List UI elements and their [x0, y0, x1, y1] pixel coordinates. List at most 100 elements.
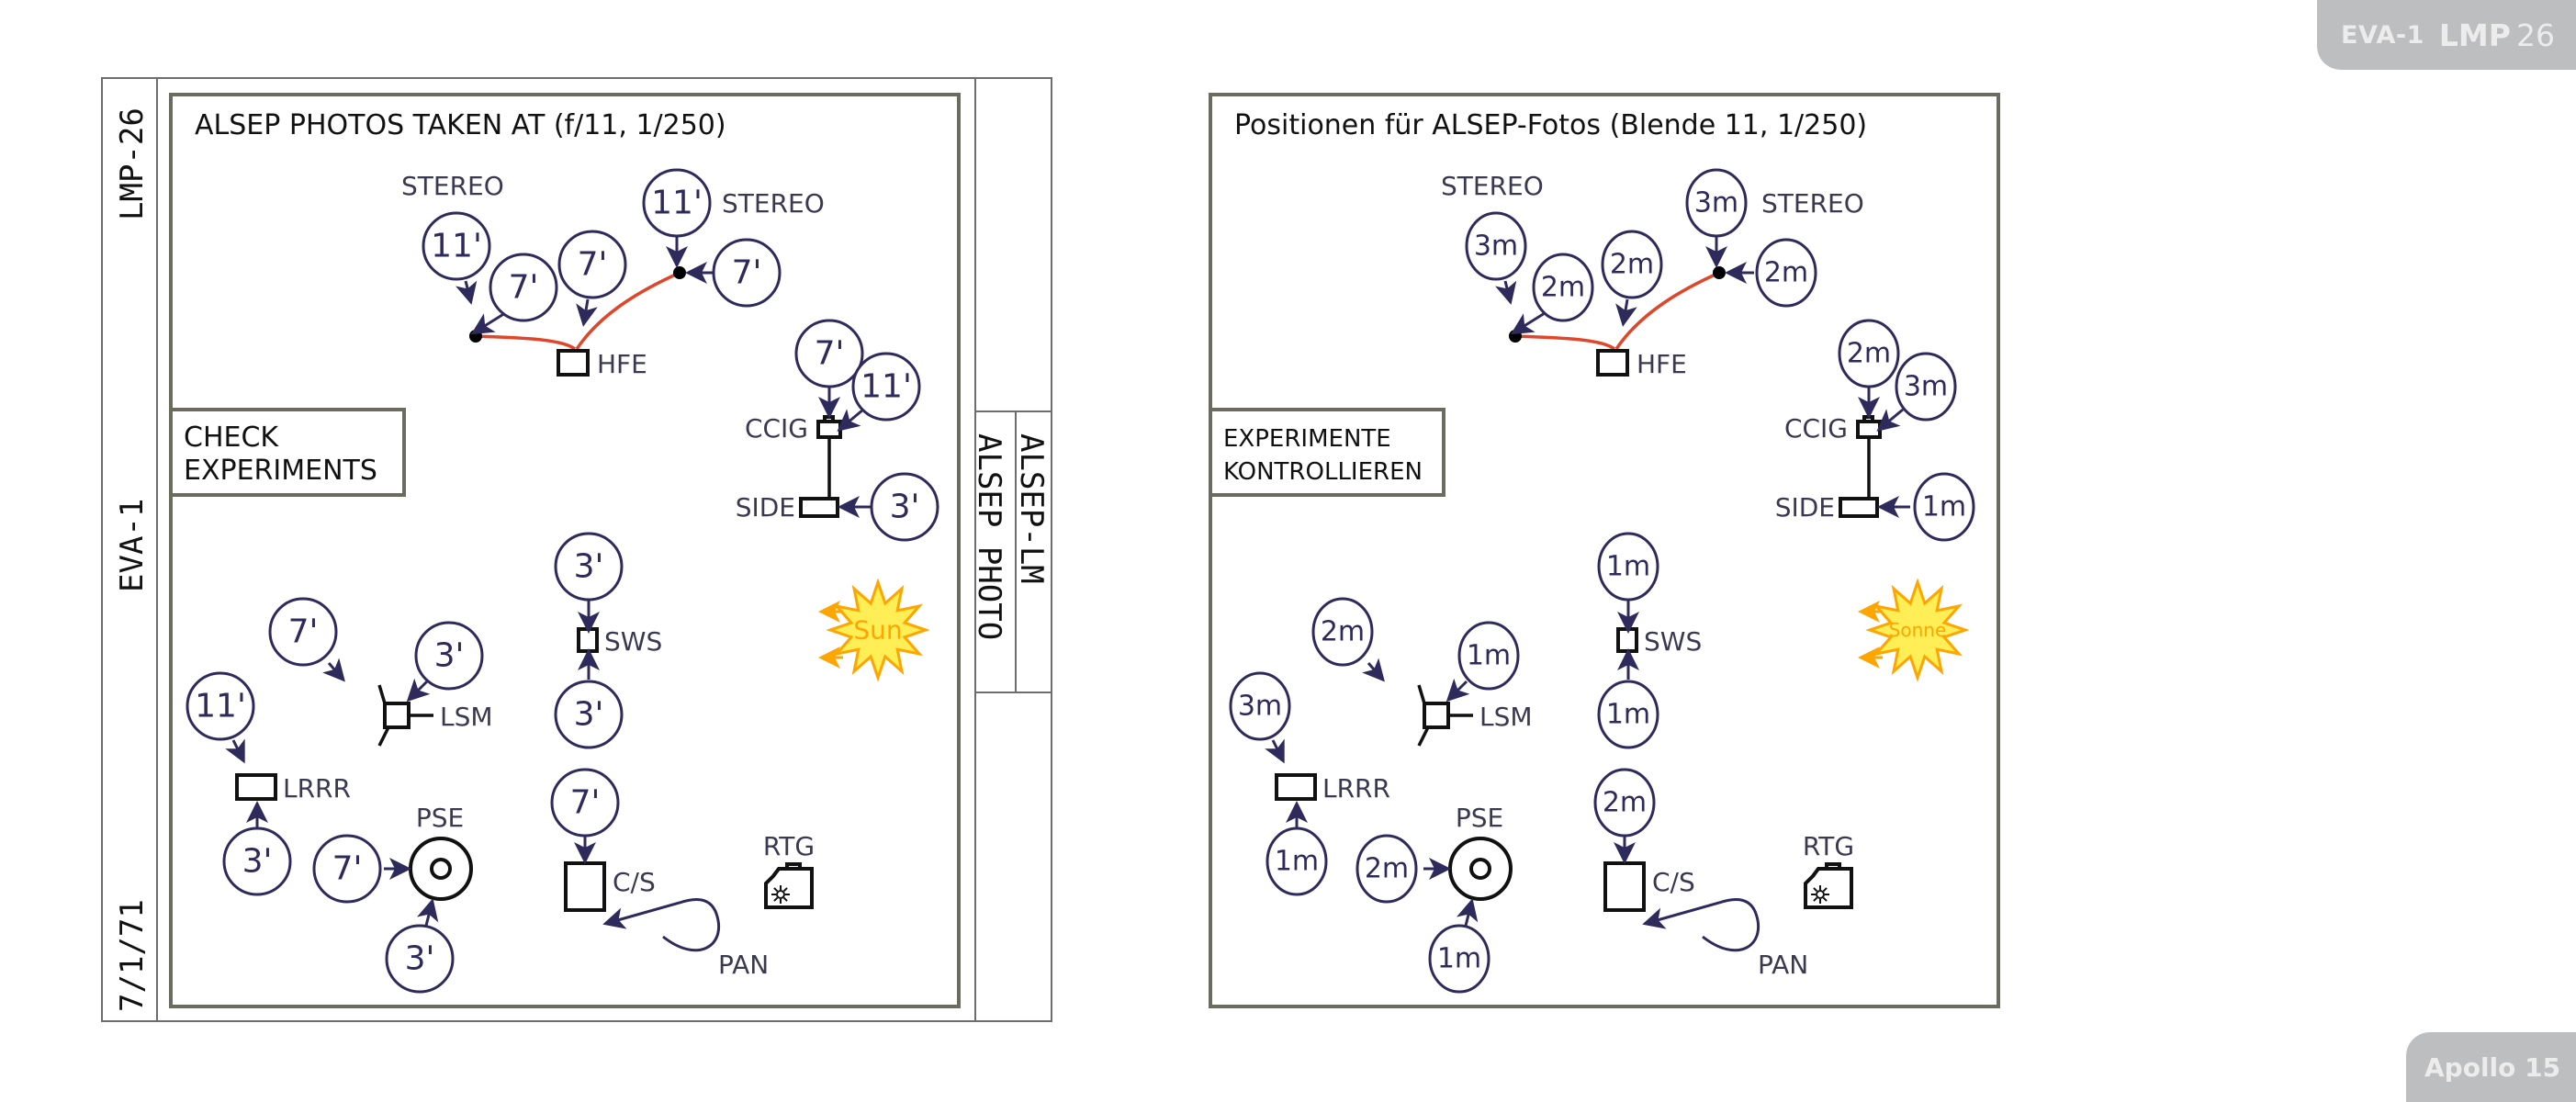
lsm-arm-down: [1417, 726, 1430, 747]
distance-value: 3m: [1694, 187, 1738, 219]
hfe-symbol: [1596, 349, 1629, 377]
direction-arrow: [1445, 678, 1470, 703]
distance-value: 1m: [1275, 846, 1319, 878]
direction-arrow: [1615, 298, 1637, 327]
distance-value: 7': [509, 269, 539, 307]
distance-circle: [1465, 211, 1527, 281]
camera-position-marker: 2m: [1838, 319, 1900, 419]
check-experiments-box: [169, 408, 406, 497]
cs-label: C/S: [613, 867, 656, 897]
left-diagram: Sun11'7'7'11'7'7'11'3'3'3'7'3'11'3'7'3'7…: [186, 168, 939, 994]
distance-circle: [385, 924, 455, 994]
distance-circle: [1597, 532, 1659, 602]
distance-circle: [1311, 597, 1374, 667]
camera-position-marker: 7': [685, 238, 782, 308]
camera-position-marker: 2m: [1601, 230, 1663, 327]
distance-value: 1m: [1606, 699, 1650, 731]
pse-inner-ring: [430, 858, 452, 880]
distance-circle: [642, 168, 712, 238]
camera-position-marker: 7': [550, 768, 620, 864]
distance-circle: [550, 768, 620, 838]
distance-value: 2m: [1321, 616, 1365, 648]
cable-hfe-right: [575, 271, 681, 350]
mission-label: Apollo 15: [2424, 1051, 2561, 1083]
camera-position-marker: 1m: [1445, 621, 1520, 703]
distance-circle: [1457, 621, 1520, 691]
hfe-label: HFE: [1637, 349, 1687, 379]
camera-position-marker: 2m: [1725, 238, 1817, 308]
camera-position-marker: 3': [554, 648, 624, 749]
stereo-point-left: [1509, 330, 1522, 343]
camera-position-marker: 3': [838, 472, 939, 542]
camera-position-marker: 3': [554, 532, 624, 634]
lsm-symbol: [1423, 702, 1450, 729]
direction-arrow: [470, 311, 506, 335]
distance-value: 7': [570, 784, 601, 822]
direction-arrow: [1265, 738, 1285, 764]
camera-position-marker: 1m: [1266, 801, 1328, 896]
pan-label: PAN: [718, 950, 769, 980]
experimente-kontrollieren-box: [1209, 408, 1445, 497]
direction-arrow: [1362, 658, 1385, 682]
camera-position-marker: 2m: [1311, 597, 1385, 682]
lsm-arm-down: [377, 726, 390, 747]
experimente-kontrollieren-line1: EXPERIMENTE: [1223, 425, 1391, 453]
left-card-inner-border: [169, 93, 961, 1008]
distance-circle: [1838, 319, 1900, 388]
distance-circle: [1593, 768, 1656, 838]
page-number: 26: [2515, 17, 2555, 53]
camera-position-marker: 11': [422, 211, 491, 305]
distance-value: 3': [574, 696, 604, 734]
pse-label: PSE: [1456, 803, 1503, 833]
distance-value: 11': [431, 228, 482, 265]
camera-position-marker: 1m: [1597, 532, 1659, 634]
distance-value: 1m: [1606, 551, 1650, 583]
cs-label: C/S: [1652, 867, 1695, 897]
camera-position-marker: 3': [406, 621, 484, 703]
camera-position-marker: 1m: [1597, 648, 1659, 749]
direction-arrow: [416, 898, 439, 927]
camera-position-marker: 1m: [1428, 898, 1490, 994]
side-symbol: [1839, 497, 1879, 518]
sun-label: Sun: [853, 615, 902, 646]
distance-value: 3': [574, 548, 604, 586]
side-label: SIDE: [1775, 492, 1835, 523]
sws-label: SWS: [604, 626, 662, 657]
distance-circle: [414, 621, 484, 691]
pan-label: PAN: [1758, 950, 1808, 980]
rtg-sun-icon: [771, 885, 790, 904]
direction-arrow: [406, 678, 431, 703]
camera-position-marker: 2m: [1355, 834, 1451, 904]
hfe-symbol: [557, 349, 590, 377]
cable-hfe-right: [1614, 271, 1720, 350]
distance-value: 11': [195, 688, 246, 725]
distance-value: 2m: [1603, 787, 1647, 819]
side-tab-alsep-lm: ALSEP-LM: [1013, 433, 1050, 584]
distance-circle: [554, 680, 624, 749]
camera-position-marker: 3': [385, 898, 455, 994]
distance-circle: [312, 834, 382, 904]
camera-position-marker: 11': [642, 168, 712, 268]
distance-value: 7': [815, 335, 845, 373]
direction-arrow: [1876, 408, 1904, 432]
lrrr-symbol: [235, 773, 277, 801]
lsm-label: LSM: [440, 702, 493, 732]
stamp-eva: EVA-1: [114, 499, 151, 592]
rtg-symbol: [764, 867, 814, 909]
rtg-handle: [1825, 862, 1841, 871]
camera-position-marker: 3m: [1876, 352, 1957, 432]
direction-arrow: [837, 408, 864, 432]
camera-position-marker: 2m: [1510, 253, 1594, 335]
direction-arrow: [225, 738, 245, 764]
camera-position-marker: 7': [794, 319, 864, 419]
rtg-label: RTG: [763, 831, 815, 861]
sws-label: SWS: [1644, 626, 1702, 657]
distance-circle: [1755, 238, 1817, 308]
lmp-label: LMP: [2438, 17, 2511, 53]
rtg-sun-icon: [1811, 885, 1829, 904]
camera-position-marker: 11': [186, 671, 255, 764]
side-tab-alsep-photo: ALSEP PHOTO: [971, 433, 1007, 640]
distance-value: 3': [242, 843, 273, 881]
distance-circle: [712, 238, 782, 308]
